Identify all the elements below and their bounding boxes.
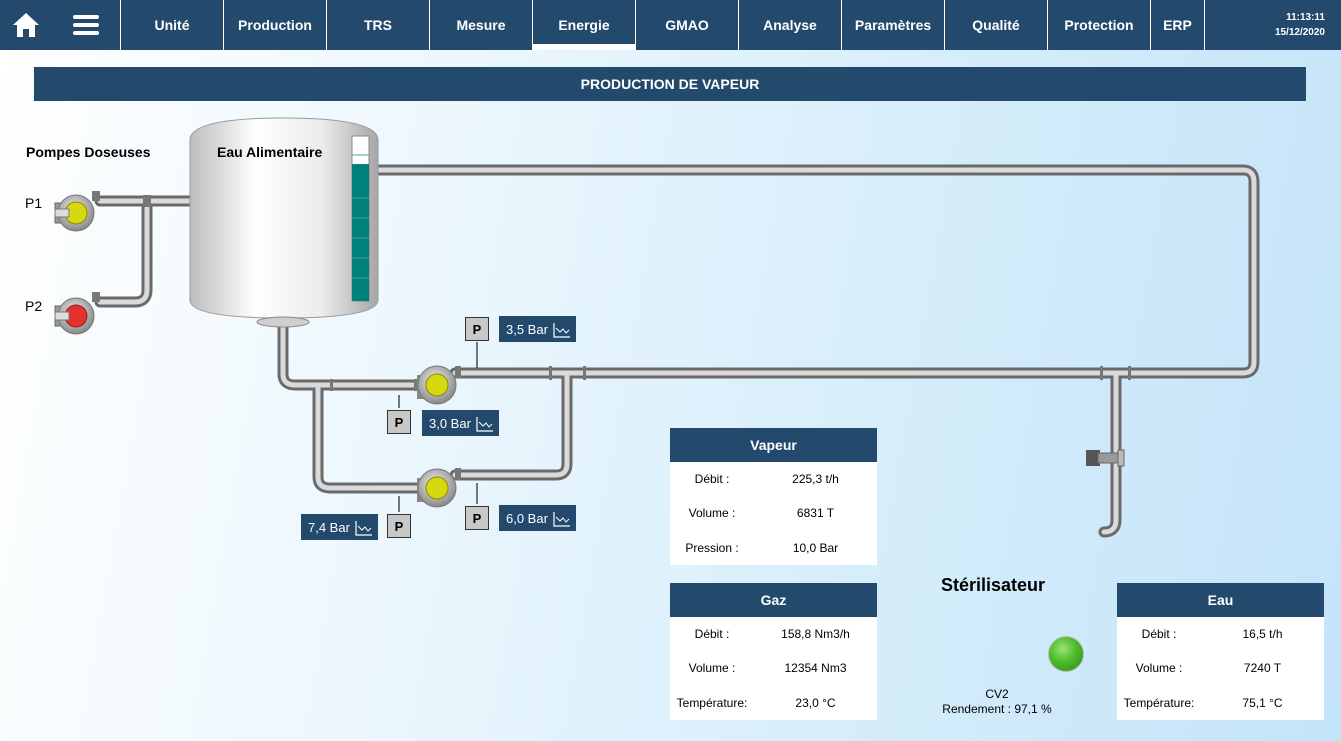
pressure-sensor[interactable]: P <box>465 317 489 341</box>
pumps-title: Pompes Doseuses <box>26 144 151 160</box>
pressure-sensor[interactable]: P <box>387 410 411 434</box>
row-label: Température: <box>1123 695 1195 710</box>
tank-level-indicator <box>352 164 369 301</box>
hamburger-menu-icon[interactable] <box>52 0 121 50</box>
trend-chart-icon[interactable] <box>553 511 571 527</box>
pressure-display[interactable]: 3,5 Bar <box>499 316 576 342</box>
trend-chart-icon[interactable] <box>553 322 571 338</box>
row-value: 75,1 °C <box>1242 695 1283 710</box>
gaz-row-debit: Débit : 158,8 Nm3/h <box>670 617 877 651</box>
clock-date: 15/12/2020 <box>1274 27 1325 38</box>
gaz-panel: Gaz Débit : 158,8 Nm3/h Volume : 12354 Nm3… <box>670 583 877 720</box>
row-value: 23,0 °C <box>795 695 836 710</box>
eau-row-volume: Volume : 7240 T <box>1117 651 1324 685</box>
pressure-value: 7,4 Bar <box>308 519 350 535</box>
row-label: Débit : <box>1141 627 1177 642</box>
pressure-value: 6,0 Bar <box>506 510 548 526</box>
pipe-network <box>94 164 1260 538</box>
feed-pump-lower[interactable] <box>417 468 461 508</box>
outlet-valve[interactable] <box>1086 449 1125 467</box>
clock: 11:13:11 15/12/2020 <box>1205 0 1341 50</box>
tab-protection[interactable]: Protection <box>1048 0 1151 50</box>
eau-panel: Eau Débit : 16,5 t/h Volume : 7240 T Tempé… <box>1117 583 1324 720</box>
eau-row-temperature: Température: 75,1 °C <box>1117 686 1324 720</box>
pressure-display[interactable]: 7,4 Bar <box>301 514 378 540</box>
feedwater-tank <box>189 117 379 328</box>
pressure-value: 3,5 Bar <box>506 321 548 337</box>
tab-trs[interactable]: TRS <box>327 0 430 50</box>
eau-title: Eau <box>1117 583 1324 617</box>
row-label: Volume : <box>688 506 736 521</box>
vapeur-row-pression: Pression : 10,0 Bar <box>670 531 877 565</box>
cv-rendement: Rendement : 97,1 % <box>942 702 1052 716</box>
row-value: 10,0 Bar <box>792 540 839 555</box>
row-label: Température: <box>676 695 748 710</box>
pump-p1[interactable] <box>54 191 100 232</box>
eau-row-debit: Débit : 16,5 t/h <box>1117 617 1324 651</box>
row-value: 6831 T <box>796 506 835 521</box>
tank-title: Eau Alimentaire <box>217 144 323 160</box>
trend-chart-icon[interactable] <box>476 416 494 432</box>
sterilisateur-status-indicator <box>1048 636 1084 672</box>
vapeur-panel: Vapeur Débit : 225,3 t/h Volume : 6831 T P… <box>670 428 877 565</box>
pump-label-p1: P1 <box>25 195 43 211</box>
row-label: Volume : <box>688 661 736 676</box>
sterilisateur-title: Stérilisateur <box>941 575 1046 595</box>
vapeur-title: Vapeur <box>670 428 877 462</box>
top-navigation-bar: Unité Production TRS Mesure Energie GMAO… <box>0 0 1341 50</box>
row-value: 12354 Nm3 <box>784 661 847 676</box>
pressure-value: 3,0 Bar <box>429 415 471 431</box>
feed-pump-upper[interactable] <box>417 365 461 405</box>
tab-energie[interactable]: Energie <box>533 0 636 50</box>
pressure-display[interactable]: 3,0 Bar <box>422 410 499 436</box>
gaz-title: Gaz <box>670 583 877 617</box>
row-value: 7240 T <box>1243 661 1282 676</box>
tab-gmao[interactable]: GMAO <box>636 0 739 50</box>
tab-erp[interactable]: ERP <box>1151 0 1205 50</box>
pressure-display[interactable]: 6,0 Bar <box>499 505 576 531</box>
clock-time: 11:13:11 <box>1286 12 1325 23</box>
row-label: Pression : <box>685 540 739 555</box>
page-title: PRODUCTION DE VAPEUR <box>34 67 1306 101</box>
tab-mesure[interactable]: Mesure <box>430 0 533 50</box>
sensor-leader-lines <box>398 342 478 512</box>
cv-info: CV2 Rendement : 97,1 % <box>936 687 1058 717</box>
row-value: 158,8 Nm3/h <box>781 627 850 642</box>
row-label: Débit : <box>694 472 730 487</box>
tab-qualite[interactable]: Qualité <box>945 0 1048 50</box>
row-value: 16,5 t/h <box>1242 627 1283 642</box>
row-label: Débit : <box>694 627 730 642</box>
home-icon[interactable] <box>0 0 52 50</box>
vapeur-row-volume: Volume : 6831 T <box>670 496 877 530</box>
tab-analyse[interactable]: Analyse <box>739 0 842 50</box>
cv-label: CV2 <box>985 687 1009 701</box>
pressure-sensor[interactable]: P <box>465 506 489 530</box>
row-value: 225,3 t/h <box>792 472 839 487</box>
tab-production[interactable]: Production <box>224 0 327 50</box>
pump-p2[interactable] <box>54 292 100 335</box>
gaz-row-temperature: Température: 23,0 °C <box>670 686 877 720</box>
row-label: Volume : <box>1135 661 1183 676</box>
pump-label-p2: P2 <box>25 298 43 314</box>
vapeur-row-debit: Débit : 225,3 t/h <box>670 462 877 496</box>
trend-chart-icon[interactable] <box>355 520 373 536</box>
gaz-row-volume: Volume : 12354 Nm3 <box>670 651 877 685</box>
pipe-flanges <box>143 195 1131 391</box>
pressure-sensor[interactable]: P <box>387 514 411 538</box>
tab-parametres[interactable]: Paramètres <box>842 0 945 50</box>
tab-unite[interactable]: Unité <box>121 0 224 50</box>
